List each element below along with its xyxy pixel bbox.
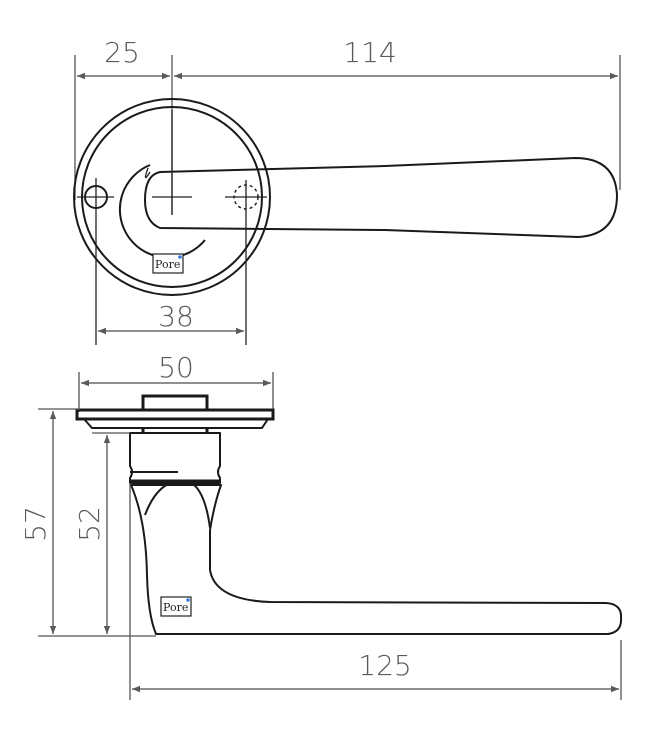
lever-arch [144,480,211,529]
rose-plate [75,408,275,421]
front-view: 25 114 Pore 38 [73,36,621,345]
dimension-label-inner-diameter: 38 [158,300,194,333]
dimension-label-lever-height: 52 [73,506,106,542]
dimension-label-rose-offset: 25 [104,36,140,69]
dimension-label-lever-length: 125 [358,649,411,682]
lever-body-side [130,484,623,635]
side-view: 50 Pore 57 52 [19,351,623,700]
lever-body-top [144,157,618,238]
brand-logo-front: Pore [152,253,184,274]
svg-text:Pore: Pore [155,258,180,271]
boss-detail [144,167,151,179]
rose-cap [141,394,209,412]
dimension-label-lever-projection: 114 [343,36,396,69]
boss-arc [118,164,206,259]
rose-outer-ring [73,98,271,296]
rose-chamfer [83,418,269,429]
brand-logo-side: Pore [160,596,192,617]
svg-text:Pore: Pore [163,601,188,614]
dimension-label-rose-diameter: 50 [158,351,194,384]
dimension-label-total-height: 57 [19,506,52,542]
handle-neck [129,432,221,484]
